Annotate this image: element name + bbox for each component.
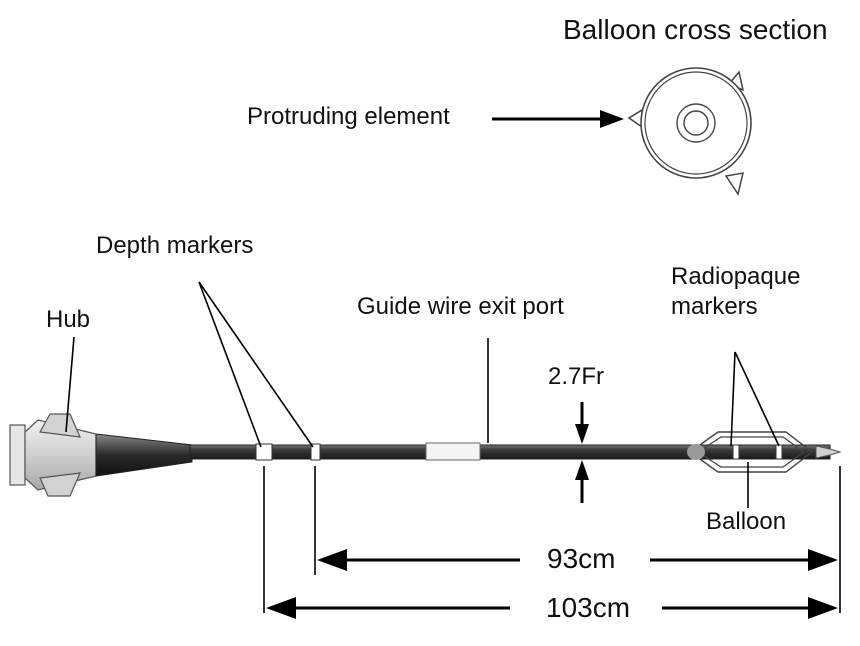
balloon-label: Balloon bbox=[706, 508, 787, 535]
strain-relief bbox=[95, 433, 193, 477]
length-extension-lines bbox=[263, 466, 841, 613]
cross-section-lumen bbox=[683, 110, 709, 136]
depth-marker-2 bbox=[310, 443, 321, 461]
hub-leader bbox=[65, 336, 75, 433]
balloon-outline-inner bbox=[696, 436, 806, 468]
length-103cm-label: 103cm bbox=[546, 592, 631, 623]
hub-wing-top bbox=[39, 413, 81, 438]
depth-marker-leader-2 bbox=[198, 281, 314, 448]
guide-wire-exit-port-label: Guide wire exit port bbox=[357, 293, 564, 320]
length-93cm-label: 93cm bbox=[547, 543, 616, 574]
cross-section-ring-2 bbox=[644, 71, 748, 175]
protrusion-bottom bbox=[724, 172, 744, 196]
balloon bbox=[687, 431, 842, 473]
hub-label: Hub bbox=[46, 306, 91, 333]
protrusion-left bbox=[627, 108, 643, 129]
dimension-93cm bbox=[317, 549, 838, 571]
depth-markers-label: Depth markers bbox=[96, 232, 254, 259]
hub-end-cap bbox=[9, 424, 26, 486]
depth-marker-leader-1 bbox=[198, 281, 262, 448]
radiopaque-marker-1 bbox=[732, 444, 740, 460]
hub-wing-bottom bbox=[39, 472, 81, 497]
hub bbox=[9, 413, 193, 497]
protruding-element-label: Protruding element bbox=[247, 103, 450, 130]
diameter-label: 2.7Fr bbox=[548, 363, 605, 390]
leader-lines bbox=[65, 281, 780, 508]
protruding-element-arrow bbox=[492, 110, 624, 128]
depth-marker-1 bbox=[255, 443, 273, 461]
guide-wire-exit-port bbox=[425, 442, 481, 461]
radiopaque-markers-label-line2: markers bbox=[671, 293, 758, 320]
radiopaque-marker-2 bbox=[775, 444, 783, 460]
balloon-outline-outer bbox=[688, 431, 814, 473]
cross-section-title: Balloon cross section bbox=[563, 14, 828, 45]
radiopaque-leader-1 bbox=[730, 351, 736, 447]
balloon-proximal-taper bbox=[687, 444, 705, 460]
diameter-arrows bbox=[575, 402, 589, 503]
balloon-cross-section bbox=[627, 67, 752, 196]
dimension-103cm bbox=[266, 597, 838, 619]
radiopaque-markers-label-line1: Radiopaque bbox=[671, 263, 801, 290]
catheter-tip bbox=[815, 445, 842, 459]
radiopaque-leader-2 bbox=[734, 351, 780, 447]
